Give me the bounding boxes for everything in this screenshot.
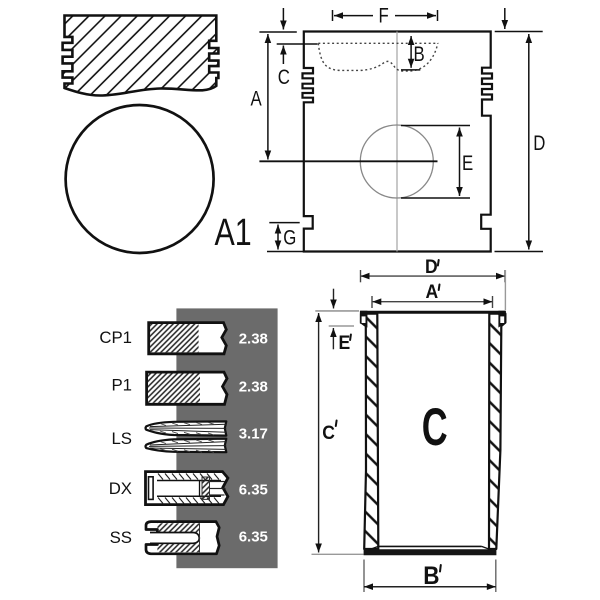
svg-text:D: D — [425, 255, 438, 277]
svg-text:P1: P1 — [111, 376, 132, 395]
svg-text:A: A — [426, 280, 439, 302]
svg-text:CP1: CP1 — [99, 328, 132, 347]
svg-text:SS: SS — [110, 528, 132, 547]
svg-text:B: B — [414, 43, 425, 66]
svg-text:E: E — [462, 152, 473, 175]
svg-text:6.35: 6.35 — [239, 528, 268, 545]
svg-text:D: D — [533, 132, 545, 155]
svg-text:LS: LS — [111, 429, 132, 448]
svg-text:A1: A1 — [215, 212, 252, 254]
svg-text:C: C — [422, 397, 448, 457]
svg-text:DX: DX — [109, 479, 132, 498]
svg-text:3.17: 3.17 — [239, 426, 268, 443]
svg-text:B: B — [423, 562, 439, 590]
svg-text:F: F — [379, 5, 389, 28]
svg-text:E: E — [339, 331, 351, 353]
svg-text:G: G — [283, 227, 296, 250]
svg-text:C: C — [322, 421, 335, 443]
svg-text:2.38: 2.38 — [239, 379, 268, 396]
svg-text:2.38: 2.38 — [239, 331, 268, 348]
svg-text:A: A — [251, 88, 262, 111]
svg-text:6.35: 6.35 — [239, 481, 268, 498]
svg-text:C: C — [278, 66, 290, 89]
